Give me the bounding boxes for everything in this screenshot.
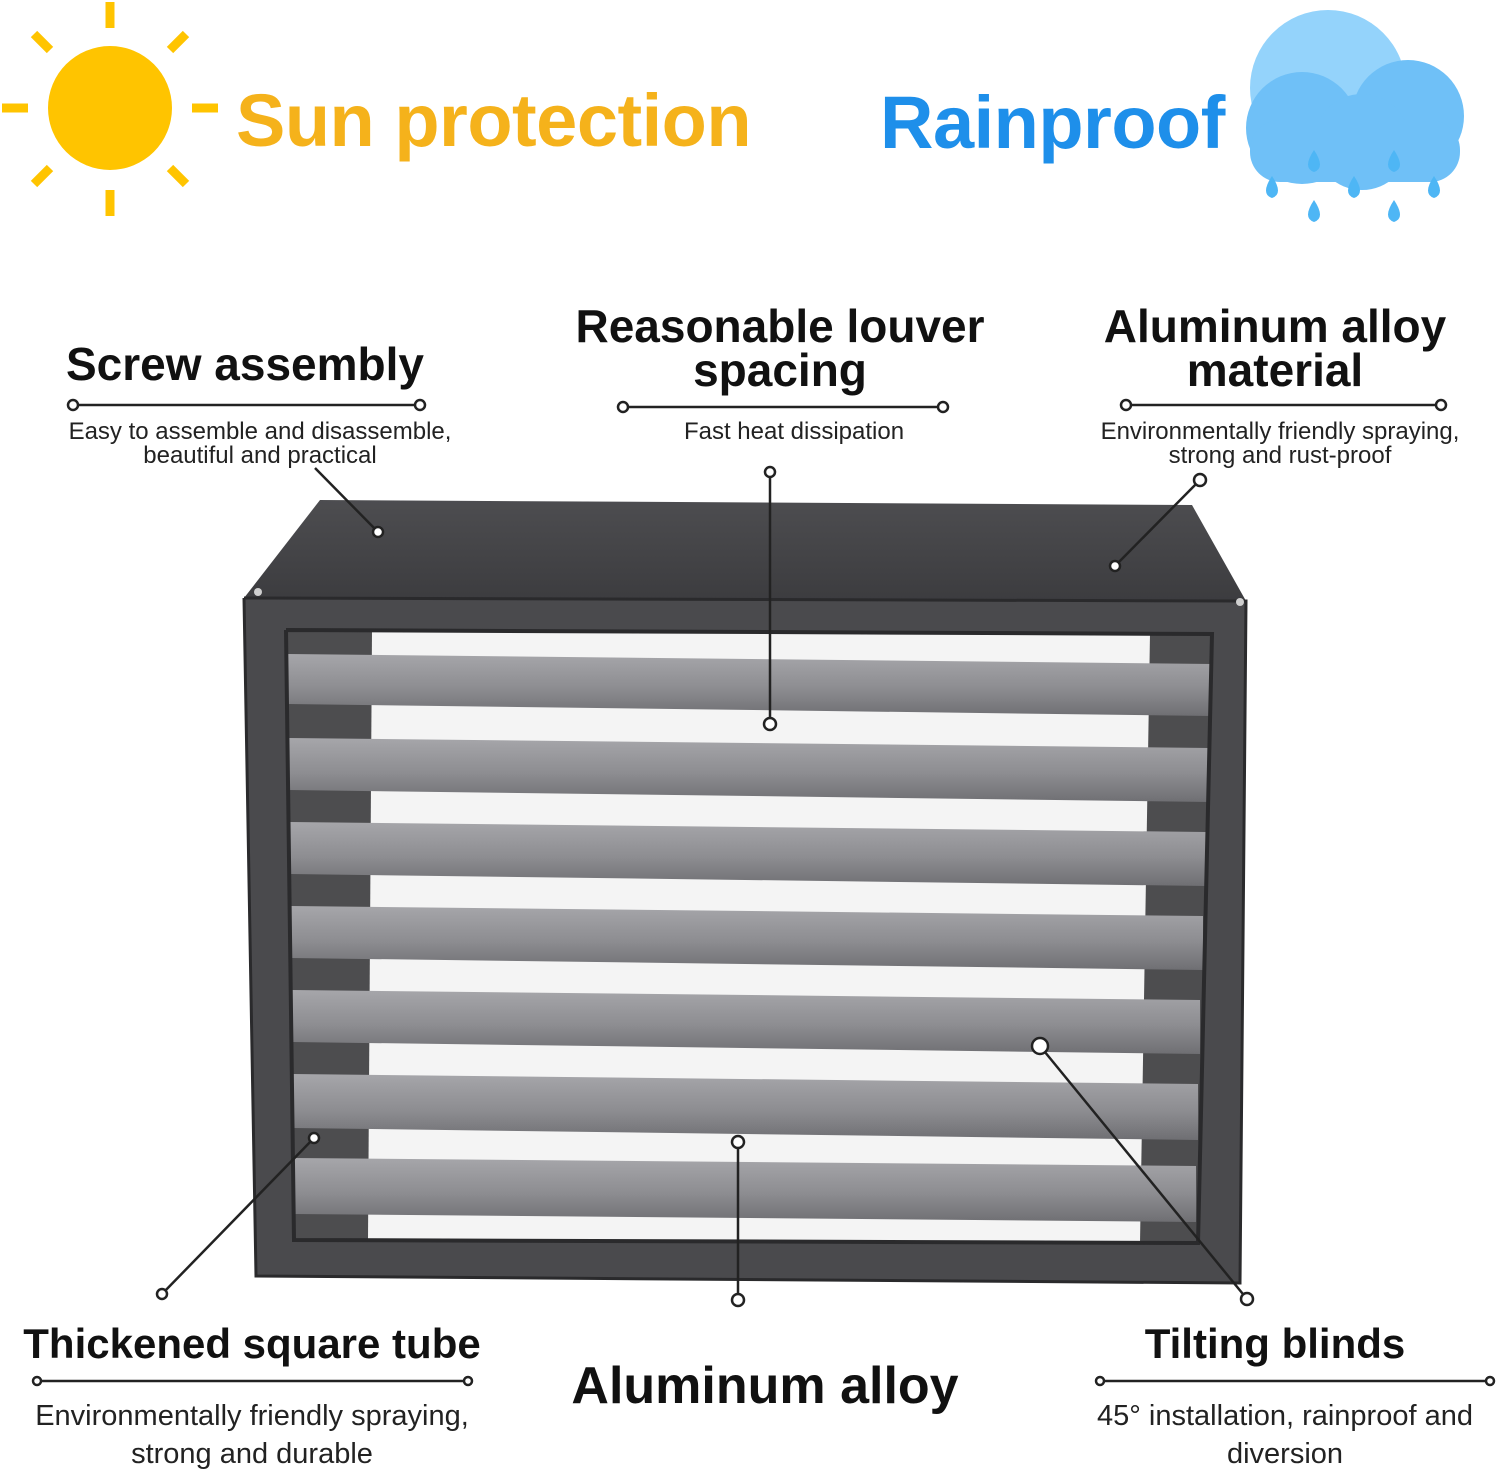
material-desc-line1: Environmentally friendly spraying, <box>1100 418 1460 445</box>
slat <box>294 1158 1196 1222</box>
square-tube-desc: Environmentally friendly spraying, stron… <box>0 1397 504 1473</box>
slat <box>292 990 1200 1054</box>
slat <box>293 1074 1198 1140</box>
sun-icon <box>2 2 218 216</box>
louver-slats <box>288 654 1212 1222</box>
tilting-blinds-desc: 45° installation, rainproof and diversio… <box>1070 1397 1500 1473</box>
blinds-desc-line2: diversion <box>1226 1438 1344 1470</box>
callout-lines <box>31 398 1496 1387</box>
tilting-blinds-title: Tilting blinds <box>1144 1320 1406 1367</box>
material-title: Aluminum alloy material <box>1060 300 1490 396</box>
screw-desc-line1: Easy to assemble and disassemble, <box>68 418 452 445</box>
louver-title-line1: Reasonable louver <box>575 300 985 352</box>
slat <box>288 654 1212 716</box>
material-title-line2: material <box>1186 344 1364 396</box>
blinds-desc-line1: 45° installation, rainproof and <box>1097 1400 1473 1432</box>
square-tube-title: Thickened square tube <box>23 1320 481 1367</box>
louver-spacing-desc: Fast heat dissipation <box>683 418 905 445</box>
screw-desc-line2: beautiful and practical <box>143 442 377 469</box>
louver-cover-product <box>242 500 1248 1285</box>
cover-top-panel <box>244 500 1246 601</box>
rainproof-heading: Rainproof <box>880 81 1225 164</box>
screw <box>254 588 262 596</box>
louver-title-line2: spacing <box>693 344 867 396</box>
louver-spacing-title: Reasonable louver spacing <box>540 300 1020 396</box>
tube-desc-line2: strong and durable <box>131 1438 373 1470</box>
material-desc-line2: strong and rust-proof <box>1168 442 1392 469</box>
screw-assembly-desc: Easy to assemble and disassemble, beauti… <box>10 420 510 468</box>
aluminum-alloy-title: Aluminum alloy <box>571 1357 959 1415</box>
tube-desc-line1: Environmentally friendly spraying, <box>35 1400 469 1432</box>
slat <box>289 738 1209 802</box>
material-desc: Environmentally friendly spraying, stron… <box>1060 420 1500 468</box>
sun-protection-heading: Sun protection <box>236 79 752 162</box>
screw-assembly-title: Screw assembly <box>65 338 424 390</box>
screw <box>1236 598 1244 606</box>
slat <box>290 822 1206 886</box>
slat <box>291 906 1203 970</box>
rain-cloud-icon <box>1246 10 1464 222</box>
material-title-line1: Aluminum alloy <box>1103 300 1447 352</box>
